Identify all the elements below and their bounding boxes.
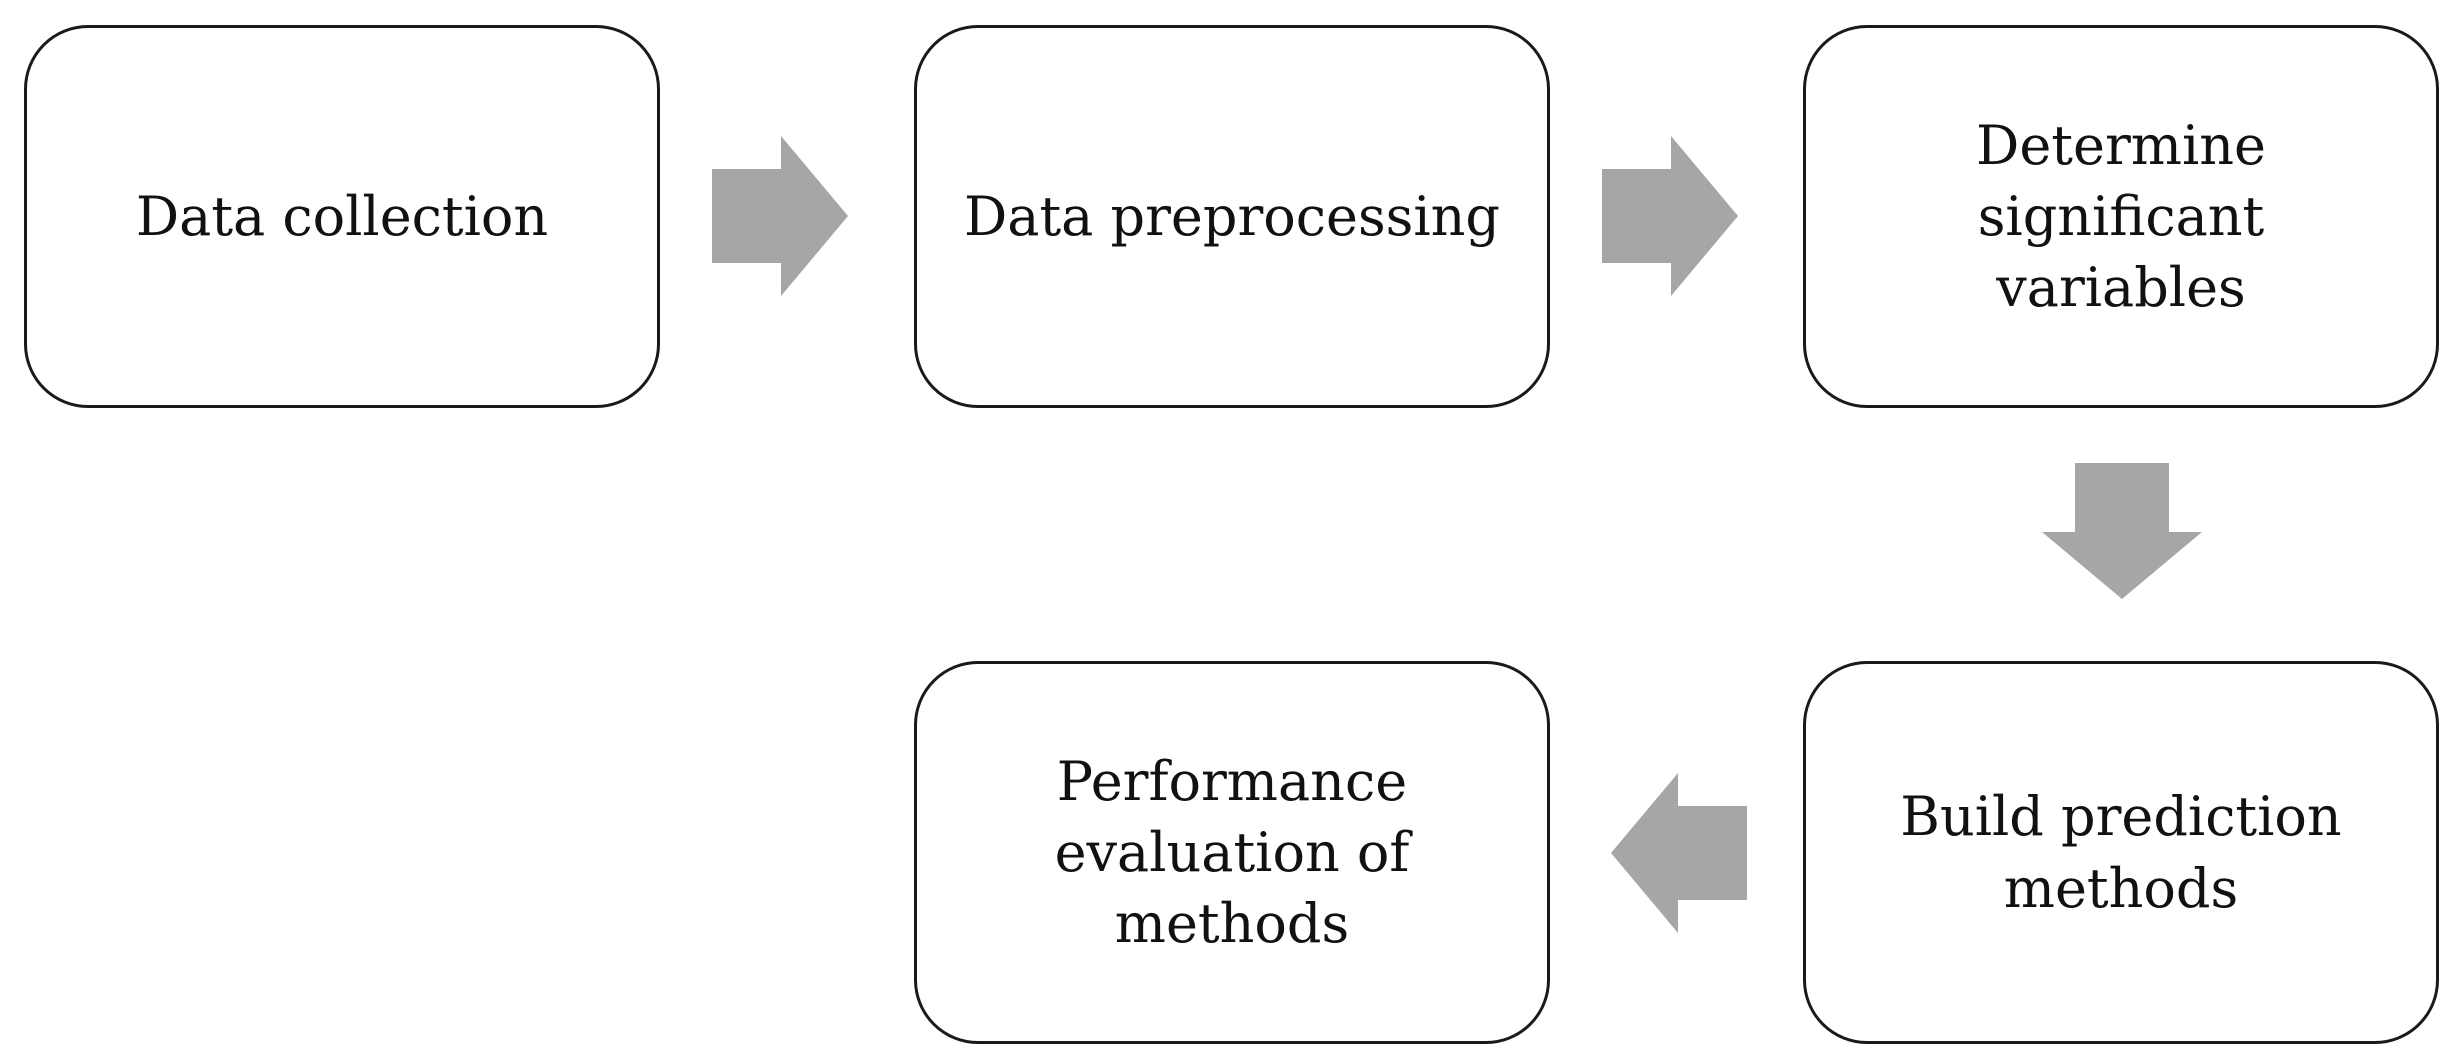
step-label-data-collection: Data collection: [135, 184, 549, 248]
arrow-right-icon: [712, 136, 848, 296]
step-box-build-prediction-methods: Build prediction methods: [1803, 661, 2439, 1044]
step-label-build-prediction-methods: Build prediction methods: [1900, 785, 2342, 920]
arrow-left-shape: [1611, 773, 1747, 933]
step-box-determine-significant-variables: Determine significant variables: [1803, 25, 2439, 408]
step-box-data-collection: Data collection: [24, 25, 660, 408]
arrow-right-shape: [1602, 136, 1738, 296]
step-label-data-preprocessing: Data preprocessing: [963, 184, 1501, 248]
arrow-right-shape: [712, 136, 848, 296]
arrow-down-shape: [2042, 463, 2202, 599]
step-box-performance-evaluation: Performance evaluation of methods: [914, 661, 1550, 1044]
arrow-down-icon: [2042, 463, 2202, 599]
arrow-left-icon: [1611, 773, 1747, 933]
step-box-data-preprocessing: Data preprocessing: [914, 25, 1550, 408]
step-label-determine-significant-variables: Determine significant variables: [1976, 113, 2266, 320]
arrow-right-icon: [1602, 136, 1738, 296]
step-label-performance-evaluation: Performance evaluation of methods: [1054, 749, 1410, 956]
